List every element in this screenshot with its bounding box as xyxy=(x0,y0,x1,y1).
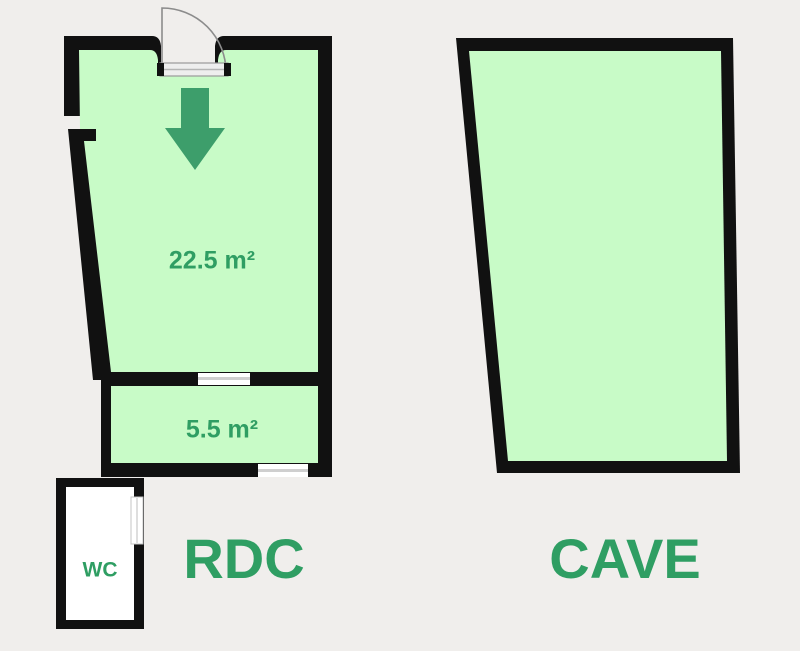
interior-doorway-sill xyxy=(198,377,250,380)
rdc-unit: 22.5 m² 5.5 m² WC RDC xyxy=(56,7,332,629)
cave-room-fill xyxy=(469,51,727,461)
room-living-fill xyxy=(79,50,318,372)
door-swing-arc xyxy=(161,7,227,73)
cave-title: CAVE xyxy=(549,527,700,590)
room-second-fill xyxy=(111,386,318,463)
wc-room: WC xyxy=(56,478,144,629)
entry-direction-arrow xyxy=(165,88,225,170)
entry-swing-door xyxy=(157,7,231,77)
cave-unit: CAVE xyxy=(456,38,740,590)
door-jamb-left xyxy=(157,63,164,76)
wc-label: WC xyxy=(83,559,118,582)
bottom-wall-window-sill xyxy=(258,469,308,472)
room-second-area-label: 5.5 m² xyxy=(186,416,258,444)
rdc-title: RDC xyxy=(183,527,304,590)
door-jamb-right xyxy=(224,63,231,76)
wc-floor-fill xyxy=(66,487,134,620)
room-living-area-label: 22.5 m² xyxy=(169,247,255,275)
